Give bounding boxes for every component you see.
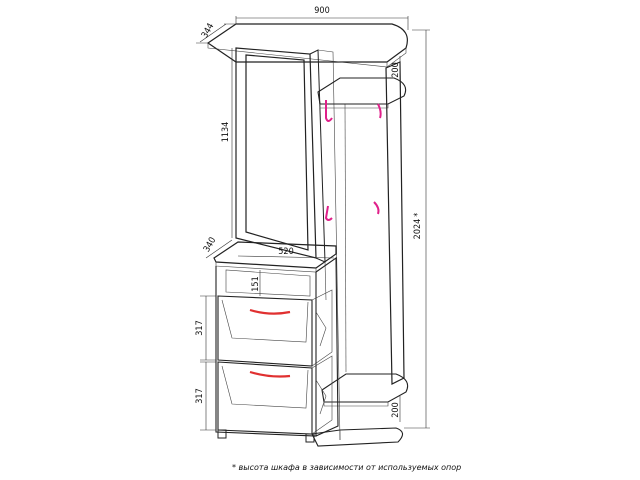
dimension-340: 340	[202, 236, 233, 259]
dimension-344: 344	[196, 22, 236, 44]
dimension-151: 151	[251, 270, 261, 296]
dimension-1134: 1134	[221, 48, 233, 238]
svg-text:317: 317	[195, 320, 205, 335]
svg-text:900: 900	[314, 6, 329, 16]
drawer-handle-icon[interactable]	[249, 370, 291, 378]
dimension-317-lower: 317	[195, 361, 216, 431]
svg-text:200: 200	[391, 62, 401, 77]
dimension-900: 900	[235, 6, 409, 30]
drawer-handle-icon[interactable]	[249, 308, 291, 315]
upper-right-shelf	[317, 77, 407, 109]
dimension-2024: 2024*	[404, 29, 430, 429]
svg-text:1134: 1134	[221, 122, 231, 143]
coat-hook-icon	[373, 201, 380, 215]
svg-text:317: 317	[195, 388, 205, 403]
svg-text:200: 200	[391, 402, 401, 417]
mirror-panel	[235, 47, 317, 259]
top-shelf	[206, 23, 408, 68]
drawer-cabinet	[215, 256, 339, 437]
drawer-upper[interactable]	[217, 289, 333, 367]
svg-text:520: 520	[278, 247, 293, 257]
height-footnote: * высота шкафа в зависимости от использу…	[232, 463, 462, 472]
cabinet-feet	[217, 429, 315, 443]
coat-hook-icon	[377, 103, 382, 119]
svg-text:151: 151	[251, 276, 261, 291]
dimension-317-upper: 317	[195, 295, 216, 361]
coat-hook-icon	[324, 205, 333, 221]
divider-post	[309, 49, 341, 441]
right-side-panel	[344, 61, 405, 385]
dimension-200-lower: 200	[391, 396, 401, 422]
bench-top	[213, 241, 337, 273]
base-plinth	[311, 427, 404, 447]
lower-right-shelf	[321, 373, 409, 407]
drawer-lower[interactable]	[217, 355, 333, 435]
dimension-200-upper: 200	[391, 56, 401, 82]
svg-text:344: 344	[200, 22, 216, 40]
dimension-520: 520	[237, 247, 335, 259]
coat-hook-icon	[325, 100, 333, 122]
svg-text:2024*: 2024*	[413, 213, 423, 240]
